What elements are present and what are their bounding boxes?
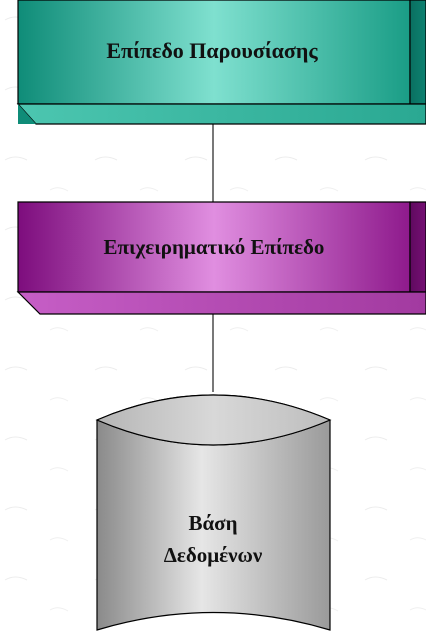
business-layer-box: Επιχειρηματικό Επίπεδο: [16, 201, 426, 315]
database-label-line1: Βάση: [188, 511, 237, 535]
database-label-line2: Δεδομένων: [164, 543, 263, 567]
presentation-layer-label: Επίπεδο Παρουσίασης: [106, 38, 318, 63]
presentation-layer-box: Επίπεδο Παρουσίασης: [16, 0, 426, 125]
database-cylinder: Βάση Δεδομένων: [95, 394, 332, 631]
business-layer-label: Επιχειρηματικό Επίπεδο: [104, 235, 325, 259]
